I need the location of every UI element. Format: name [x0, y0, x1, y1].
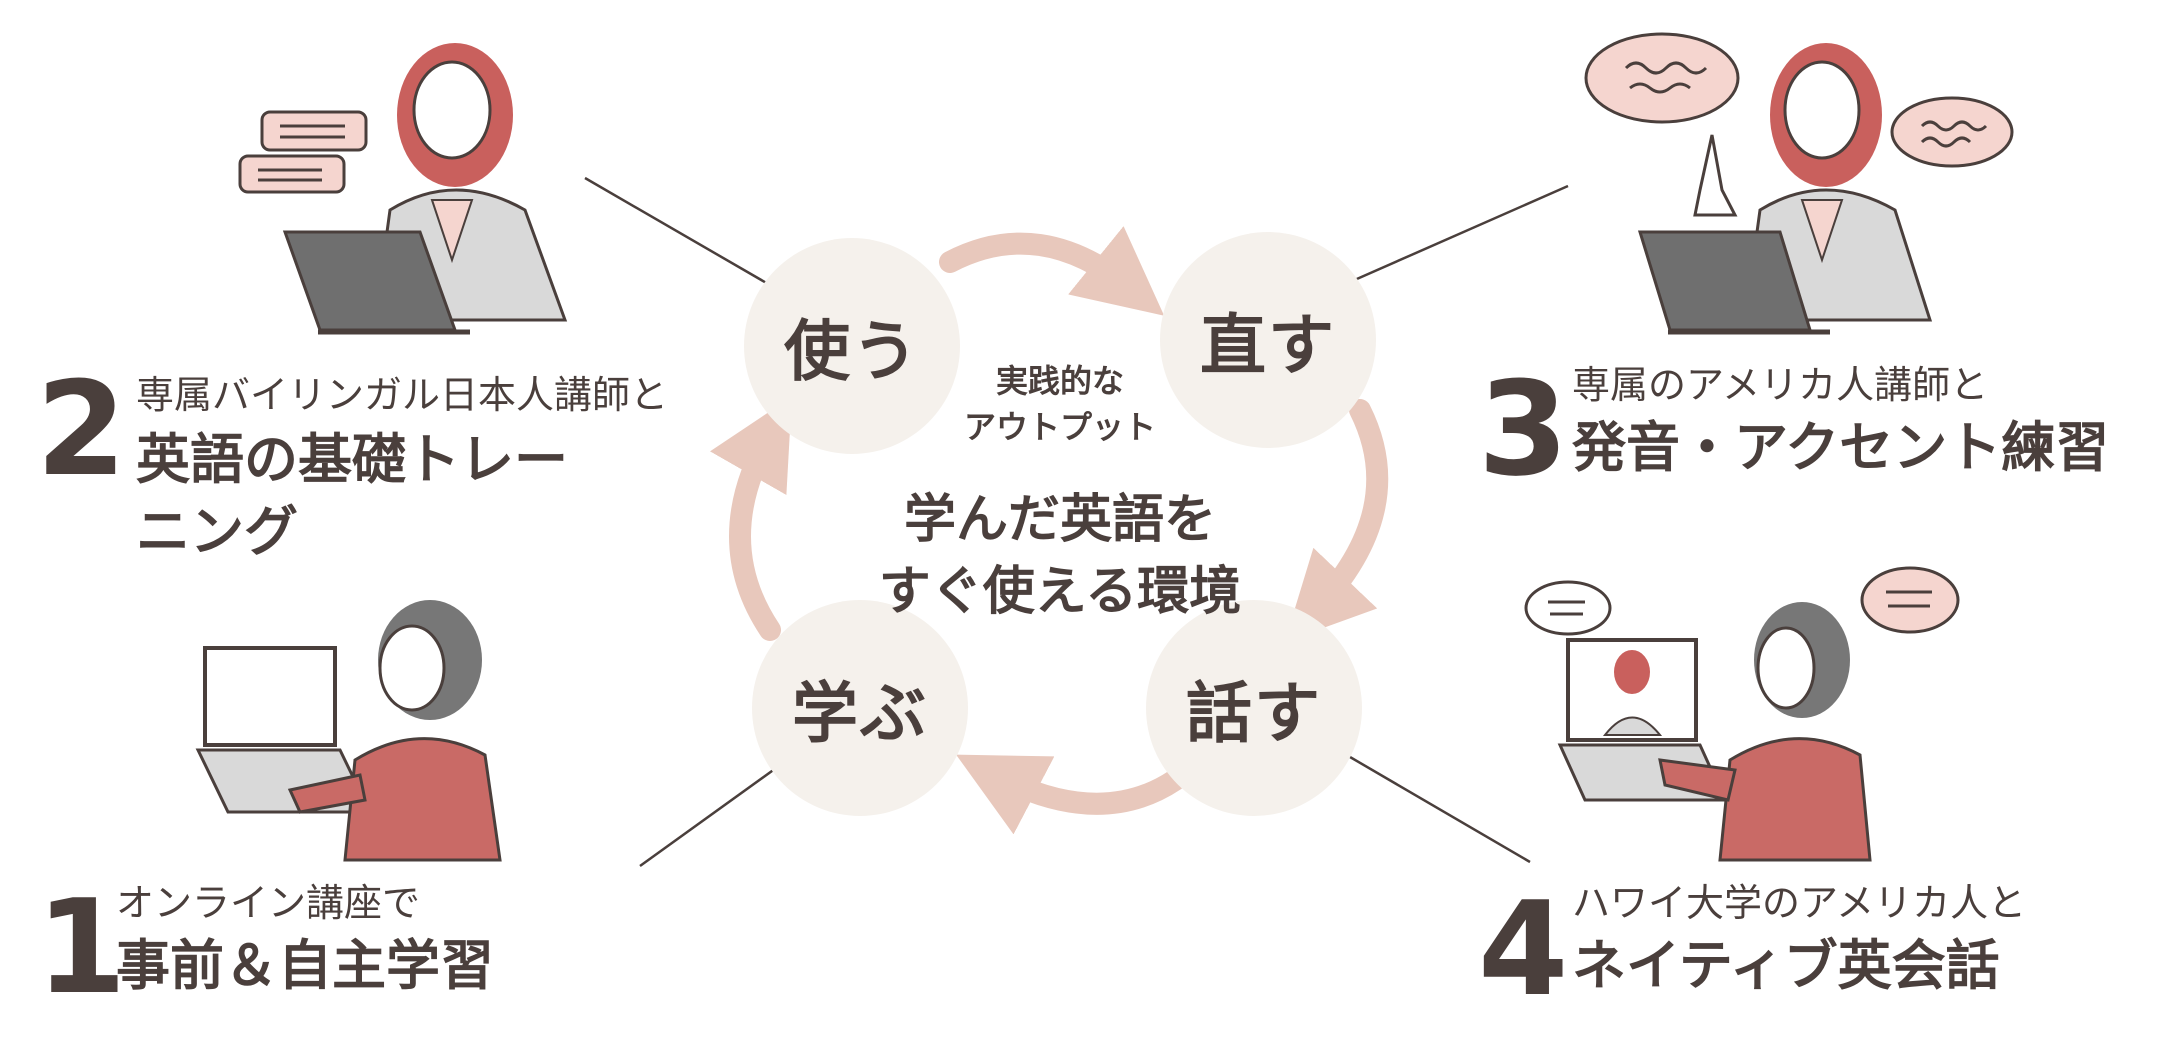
- connector-line-1: [639, 756, 791, 868]
- step-2-subtitle: 専属バイリンガル日本人講師と: [136, 373, 669, 417]
- step-2-title-line-1: 英語の基礎トレー: [136, 428, 568, 491]
- cycle-node-speak-label: 話す: [1186, 675, 1322, 752]
- center-small-line-1: 実践的な: [995, 362, 1124, 400]
- cycle-node-fix-label: 直す: [1200, 307, 1336, 384]
- connector-line-4: [1337, 748, 1531, 864]
- cycle-node-use-label: 使う: [784, 313, 920, 390]
- cycle-node-fix: 直す: [1160, 232, 1376, 448]
- step-4-number: 4: [1478, 873, 1569, 1025]
- step-4-subtitle: ハワイ大学のアメリカ人と: [1572, 881, 2027, 925]
- step-4-title: ネイティブ英会話: [1572, 934, 2000, 997]
- cycle-node-learn-label: 学ぶ: [792, 675, 928, 752]
- step-3-subtitle: 専属のアメリカ人講師と: [1572, 363, 1989, 407]
- cycle-node-learn: 学ぶ: [752, 600, 968, 816]
- step-3-title: 発音・アクセント練習: [1572, 416, 2110, 479]
- arrow-speak-to-learn: [956, 754, 1186, 835]
- step-2-number: 2: [36, 353, 127, 505]
- woman-headset-laptop-icon: [238, 43, 568, 335]
- center-caption-big: 学んだ英語を すぐ使える環境: [830, 484, 1290, 628]
- arrow-use-to-fix: [939, 226, 1165, 316]
- center-big-line-1: 学んだ英語を: [903, 490, 1216, 550]
- center-big-line-2: すぐ使える環境: [878, 562, 1242, 622]
- cycle-node-speak: 話す: [1146, 600, 1362, 816]
- connector-line-2: [584, 176, 783, 294]
- step-2-title-line-2: ニング: [136, 500, 298, 563]
- step-1-number: 1: [36, 871, 127, 1023]
- connector-line-3: [1349, 184, 1569, 284]
- center-caption-small: 実践的な アウトプット: [920, 358, 1200, 450]
- step-3-number: 3: [1478, 353, 1569, 505]
- center-small-line-2: アウトプット: [963, 408, 1156, 446]
- step-2-title: 英語の基礎トレー ニング: [136, 424, 676, 568]
- arrow-learn-to-use: [709, 396, 792, 641]
- arrow-fix-to-speak: [1284, 399, 1389, 642]
- woman-headset-pointing-icon: [1584, 32, 2014, 335]
- woman-video-call-icon: [1524, 566, 1960, 862]
- woman-laptop-study-icon: [195, 600, 502, 862]
- step-1-subtitle: オンライン講座で: [116, 881, 421, 925]
- cycle-node-use: 使う: [744, 238, 960, 454]
- step-1-title: 事前＆自主学習: [116, 934, 494, 997]
